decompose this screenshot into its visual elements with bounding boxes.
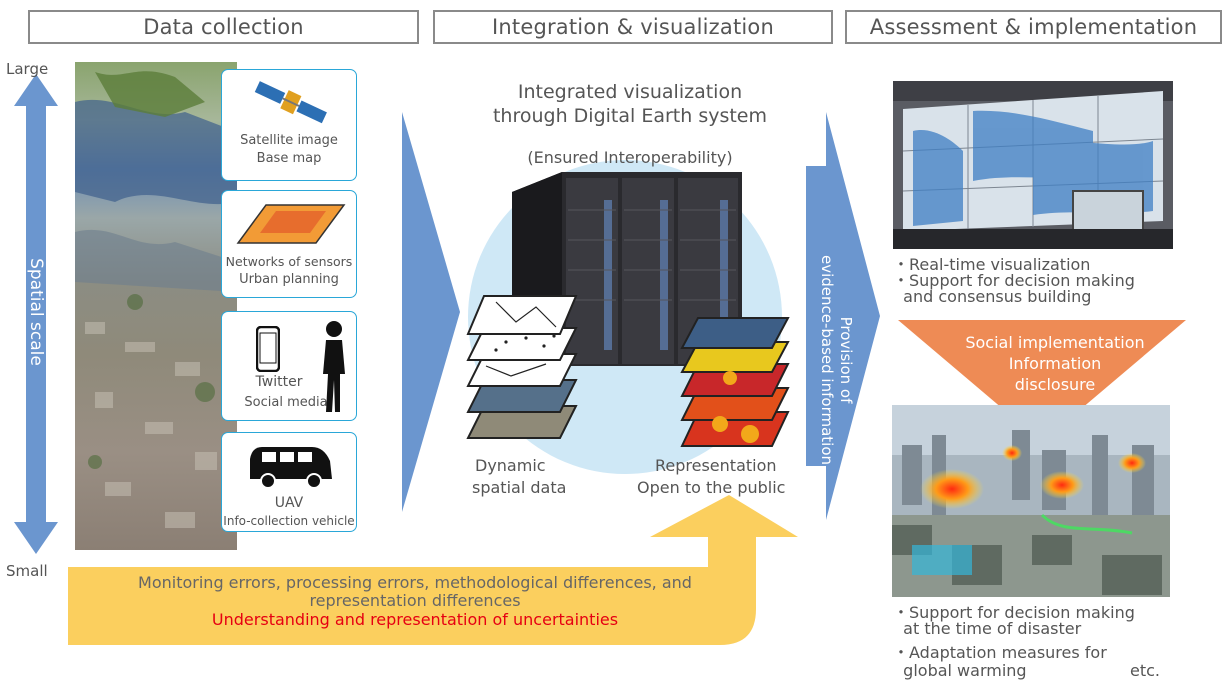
header-integration: Integration & visualization bbox=[433, 10, 833, 44]
callout-satellite-line2: Base map bbox=[256, 151, 322, 166]
aerial-image-strip bbox=[75, 62, 237, 550]
header-data-collection: Data collection bbox=[28, 10, 419, 44]
center-title-line1: Integrated visualization bbox=[517, 81, 743, 103]
callout-sensors: Networks of sensors Urban planning bbox=[221, 190, 357, 298]
provision-text-line2: evidence-based information bbox=[818, 254, 836, 466]
satellite-icon bbox=[254, 81, 327, 124]
representation-label-line2: Open to the public bbox=[637, 478, 786, 497]
callout-uav-line2: Info-collection vehicle bbox=[223, 514, 355, 528]
right-bottom-etc: etc. bbox=[1130, 661, 1160, 680]
callout-uav: UAV Info-collection vehicle bbox=[221, 432, 357, 532]
sensor-map-icon bbox=[236, 204, 346, 244]
callout-satellite-line1: Satellite image bbox=[240, 133, 338, 148]
uncertainty-line3: Understanding and representation of unce… bbox=[211, 610, 619, 629]
representation-layer-stack bbox=[680, 317, 790, 447]
header-assessment: Assessment & implementation bbox=[845, 10, 1222, 44]
scale-small-label: Small bbox=[6, 562, 48, 580]
callout-social-line1: Twitter bbox=[255, 374, 303, 390]
control-room-photo bbox=[893, 81, 1173, 249]
center-subtitle: (Ensured Interoperability) bbox=[527, 148, 733, 167]
center-title-line2: through Digital Earth system bbox=[492, 105, 768, 127]
right-bottom-bullet-2: at the time of disaster bbox=[893, 619, 1082, 638]
right-top-bullet-2: ・Support for decision making bbox=[893, 271, 1135, 290]
provision-arrow bbox=[806, 112, 880, 520]
right-top-bullet-1: ・Real-time visualization bbox=[893, 255, 1091, 274]
person-walking-icon bbox=[323, 321, 345, 412]
callout-social-line2: Social media bbox=[244, 395, 328, 410]
scale-large-label: Large bbox=[6, 60, 49, 78]
van-icon bbox=[250, 447, 332, 489]
uncertainty-line2: representation differences bbox=[309, 591, 521, 610]
orange-line-2: Information bbox=[1008, 354, 1102, 373]
right-bottom-bullet-4: global warming bbox=[893, 661, 1027, 680]
callout-sensors-line1: Networks of sensors bbox=[225, 254, 353, 269]
provision-text: Provision of evidence-based information bbox=[817, 250, 855, 470]
right-bottom-bullet-3: ・Adaptation measures for bbox=[893, 643, 1107, 662]
callout-sensors-line2: Urban planning bbox=[239, 272, 339, 287]
dynamic-data-label-line2: spatial data bbox=[472, 478, 567, 497]
server-rack-icon bbox=[512, 172, 742, 366]
representation-label-line1: Representation bbox=[655, 456, 777, 475]
callout-satellite: Satellite image Base map bbox=[221, 69, 357, 181]
flow-arrow-left bbox=[402, 112, 460, 512]
right-bottom-bullet-1: ・Support for decision making bbox=[893, 603, 1135, 622]
smartphone-icon bbox=[256, 326, 280, 372]
right-top-bullet-3: and consensus building bbox=[893, 287, 1092, 306]
provision-text-line1: Provision of bbox=[837, 316, 855, 404]
uncertainty-feedback-arrow bbox=[68, 495, 798, 645]
social-implementation-triangle bbox=[898, 320, 1186, 442]
uncertainty-line1: Monitoring errors, processing errors, me… bbox=[138, 573, 692, 592]
callout-social: Twitter Social media bbox=[221, 311, 357, 421]
dynamic-data-label-line1: Dynamic bbox=[475, 456, 546, 475]
orange-line-1: Social implementation bbox=[965, 333, 1145, 352]
callout-uav-line1: UAV bbox=[274, 495, 304, 511]
dynamic-layer-stack bbox=[466, 295, 578, 439]
spatial-scale-label: Spatial scale bbox=[26, 258, 46, 366]
spatial-scale-arrow bbox=[14, 74, 58, 554]
orange-line-3: disclosure bbox=[1014, 375, 1096, 394]
city-heatmap-photo bbox=[892, 405, 1170, 597]
